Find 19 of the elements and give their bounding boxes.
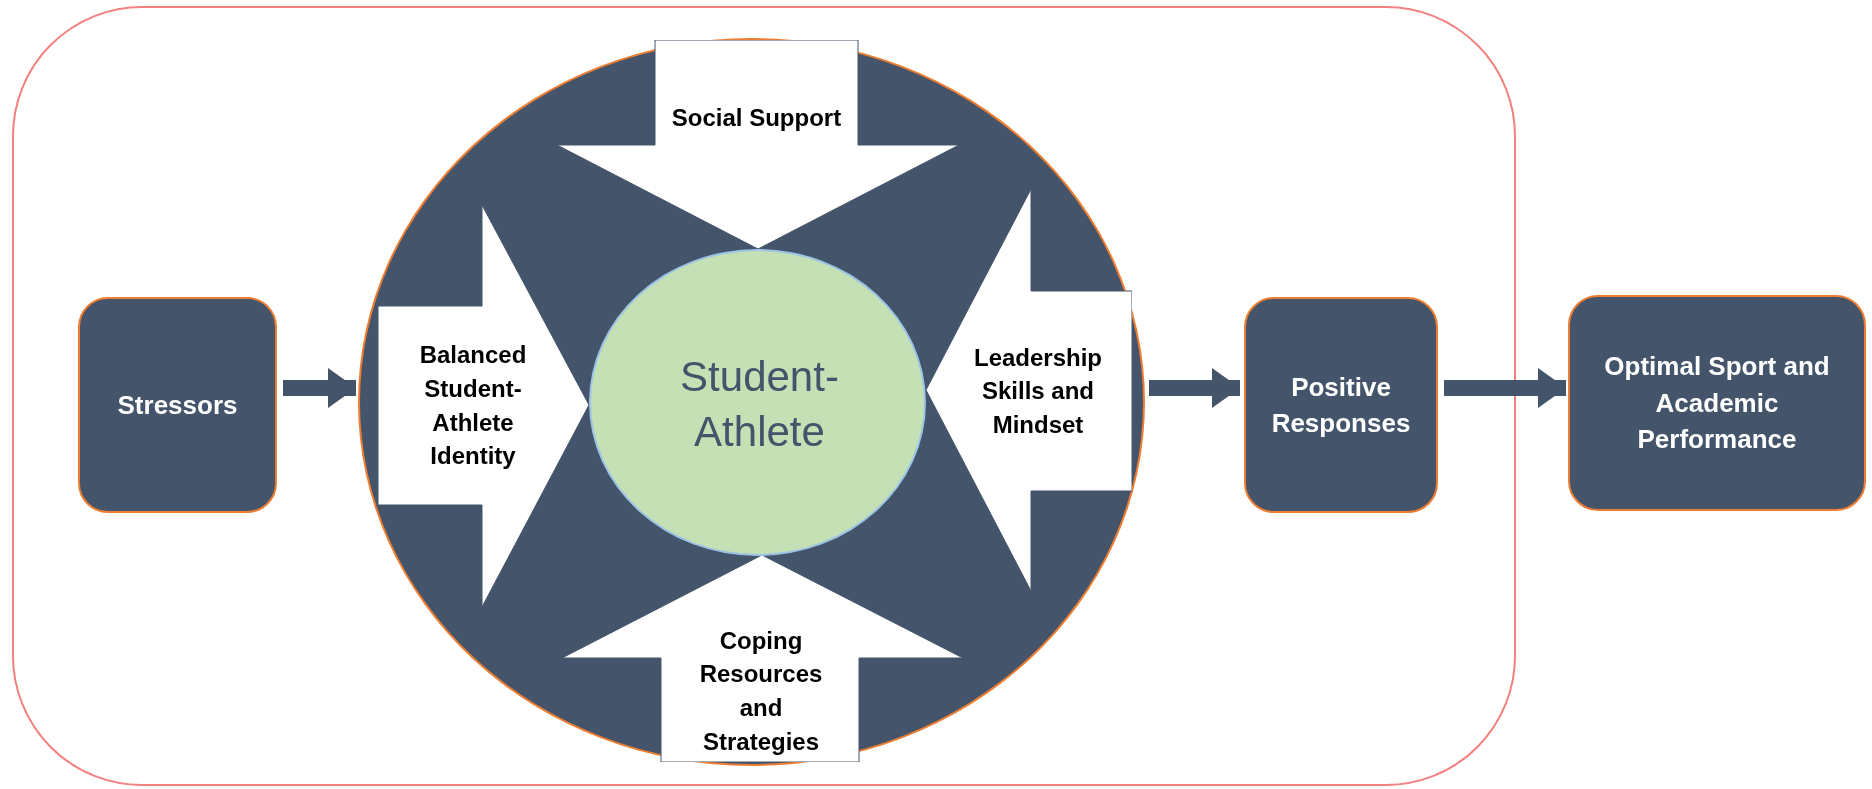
outline-frame	[12, 6, 1516, 786]
arrow	[1149, 368, 1240, 408]
process-box	[78, 297, 277, 513]
block-arrow	[557, 40, 959, 249]
process-box	[1568, 295, 1866, 511]
node-label: Leadership Skills and Mindset	[972, 342, 1103, 440]
node-label: Positive Responses	[1270, 370, 1412, 440]
node-label: Optimal Sport and Academic Performance	[1603, 350, 1831, 457]
node-label: Student-Athlete	[679, 351, 840, 457]
arrow	[283, 368, 356, 408]
block-arrow	[562, 555, 963, 762]
arrow	[1444, 368, 1566, 408]
process-box	[1244, 297, 1438, 513]
node-label: Social Support	[670, 102, 843, 133]
node-label: Coping Resources and Strategies	[698, 625, 824, 757]
block-arrow	[926, 189, 1132, 591]
node-label: Balanced Student-Athlete Identity	[418, 340, 528, 472]
node-label: Stressors	[116, 388, 239, 422]
block-arrow	[378, 205, 589, 607]
